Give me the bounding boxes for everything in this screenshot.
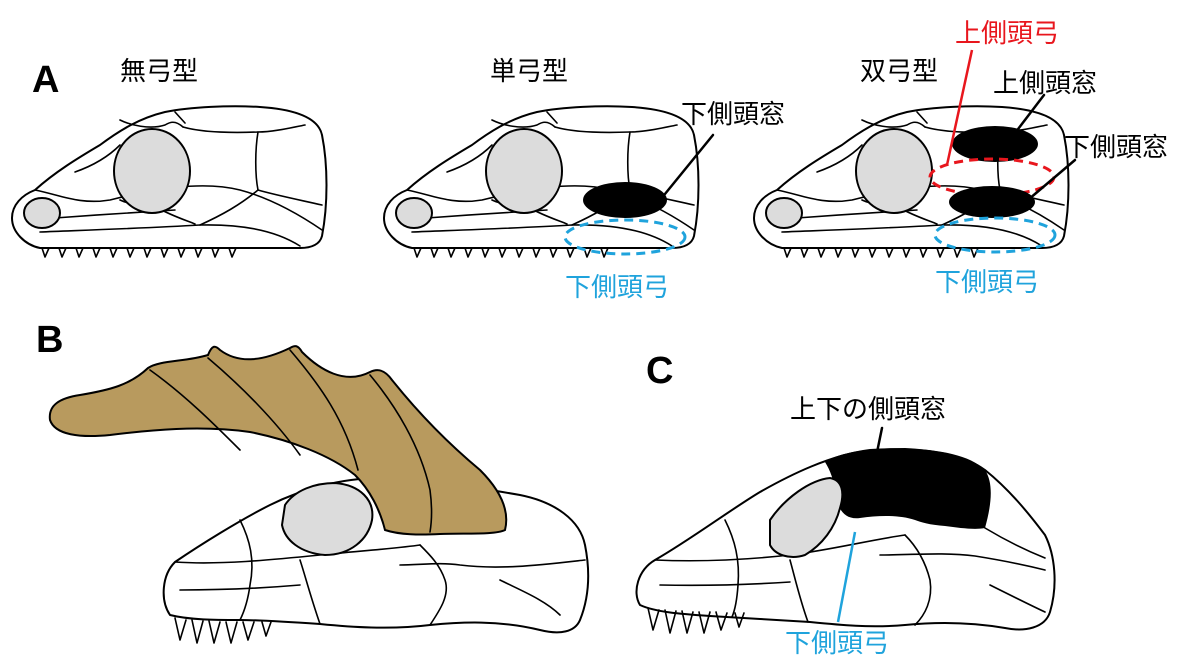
diapsid-upper-arch-label: 上側頭弓 <box>955 19 1059 49</box>
type-label-diapsid: 双弓型 <box>860 57 938 87</box>
panel-c-lower-arch-label: 下側頭弓 <box>785 629 889 659</box>
type-label-synapsid: 単弓型 <box>490 57 568 87</box>
panel-b-skull <box>48 345 590 644</box>
synapsid-skull <box>383 105 700 258</box>
panel-letter-c: C <box>646 350 673 392</box>
diapsid-lower-fenestra-label: 下側頭窓 <box>1064 133 1168 163</box>
diapsid-lower-arch-outline <box>933 216 1057 254</box>
anapsid-skull <box>11 105 328 258</box>
panel-c-fenestrae-label: 上下の側頭窓 <box>790 395 946 425</box>
panel-letter-b: B <box>36 319 63 361</box>
diapsid-lower-arch-label: 下側頭弓 <box>935 268 1039 298</box>
diapsid-upper-fenestra <box>952 126 1038 162</box>
diapsid-upper-fenestra-label: 上側頭窓 <box>993 69 1097 99</box>
panel-c-skull <box>635 448 1056 634</box>
synapsid-lower-fenestra <box>583 182 667 218</box>
diapsid-skull <box>753 105 1070 258</box>
panel-c-fenestrae <box>825 448 991 529</box>
synapsid-lower-fenestra-label: 下側頭窓 <box>681 100 785 130</box>
synapsid-lower-arch-label: 下側頭弓 <box>565 273 669 303</box>
panel-letter-a: A <box>32 59 59 101</box>
synapsid-lower-arch-outline <box>563 218 687 256</box>
diapsid-lower-fenestra <box>949 186 1035 218</box>
type-label-anapsid: 無弓型 <box>120 57 198 87</box>
